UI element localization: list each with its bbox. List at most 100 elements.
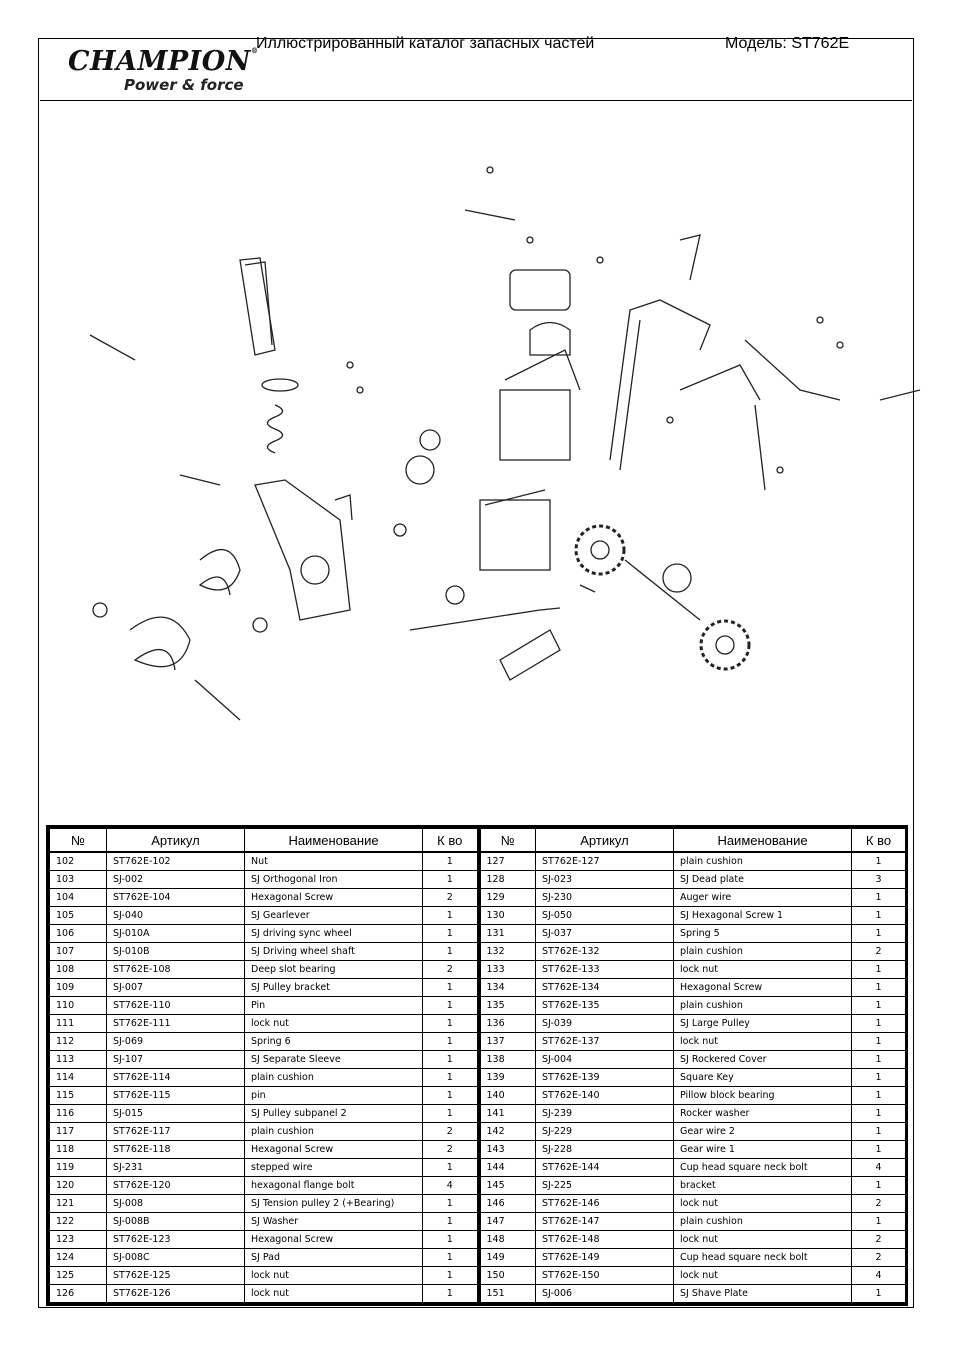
part-number: 150	[476, 1266, 536, 1285]
part-article: SJ-228	[535, 1140, 674, 1159]
part-qty: 2	[851, 1230, 906, 1249]
part-number: 114	[49, 1068, 107, 1087]
part-qty: 1	[422, 1284, 479, 1303]
part-qty: 1	[422, 1230, 479, 1249]
part-article: SJ-015	[106, 1104, 245, 1123]
part-name: SJ Dead plate	[673, 870, 852, 889]
part-qty: 1	[851, 924, 906, 943]
part-qty: 1	[422, 924, 479, 943]
part-name: Pin	[244, 996, 423, 1015]
part-number: 104	[49, 888, 107, 907]
part-number: 108	[49, 960, 107, 979]
part-qty: 1	[851, 1050, 906, 1069]
part-name: pin	[244, 1086, 423, 1105]
part-article: SJ-069	[106, 1032, 245, 1051]
part-number: 132	[476, 942, 536, 961]
part-number: 116	[49, 1104, 107, 1123]
logo-wordmark: CHAMPION	[68, 46, 251, 77]
part-article: SJ-008B	[106, 1212, 245, 1231]
part-name: Spring 5	[673, 924, 852, 943]
part-number: 125	[49, 1266, 107, 1285]
part-qty: 1	[422, 978, 479, 997]
part-article: SJ-050	[535, 906, 674, 925]
page-frame	[38, 38, 914, 1308]
column-header-number: №	[49, 828, 107, 853]
part-qty: 2	[851, 1248, 906, 1267]
part-number: 144	[476, 1158, 536, 1177]
part-article: ST762E-123	[106, 1230, 245, 1249]
part-number: 122	[49, 1212, 107, 1231]
part-qty: 1	[851, 888, 906, 907]
part-name: lock nut	[673, 960, 852, 979]
part-qty: 1	[422, 1032, 479, 1051]
part-article: ST762E-118	[106, 1140, 245, 1159]
part-name: Square Key	[673, 1068, 852, 1087]
part-article: SJ-040	[106, 906, 245, 925]
part-number: 128	[476, 870, 536, 889]
part-article: ST762E-114	[106, 1068, 245, 1087]
part-number: 145	[476, 1176, 536, 1195]
part-article: SJ-230	[535, 888, 674, 907]
part-qty: 1	[851, 978, 906, 997]
part-name: plain cushion	[673, 942, 852, 961]
part-article: ST762E-125	[106, 1266, 245, 1285]
part-name: Cup head square neck bolt	[673, 1248, 852, 1267]
part-article: ST762E-148	[535, 1230, 674, 1249]
part-name: SJ Orthogonal Iron	[244, 870, 423, 889]
part-article: SJ-007	[106, 978, 245, 997]
part-qty: 1	[851, 1068, 906, 1087]
part-name: Hexagonal Screw	[673, 978, 852, 997]
part-number: 147	[476, 1212, 536, 1231]
part-number: 123	[49, 1230, 107, 1249]
column-header-qty: К во	[422, 828, 479, 853]
catalog-title: Иллюстрированный каталог запасных частей	[256, 35, 595, 52]
part-qty: 1	[422, 851, 479, 871]
column-header-name: Наименование	[244, 828, 423, 853]
part-name: SJ Hexagonal Screw 1	[673, 906, 852, 925]
part-article: ST762E-146	[535, 1194, 674, 1213]
part-name: SJ Shave Plate	[673, 1284, 852, 1303]
part-article: ST762E-126	[106, 1284, 245, 1303]
part-name: SJ Large Pulley	[673, 1014, 852, 1033]
part-number: 111	[49, 1014, 107, 1033]
part-number: 139	[476, 1068, 536, 1087]
part-article: ST762E-111	[106, 1014, 245, 1033]
part-number: 134	[476, 978, 536, 997]
part-number: 102	[49, 851, 107, 871]
part-number: 124	[49, 1248, 107, 1267]
part-article: SJ-231	[106, 1158, 245, 1177]
part-article: SJ-229	[535, 1122, 674, 1141]
part-article: ST762E-104	[106, 888, 245, 907]
part-number: 110	[49, 996, 107, 1015]
part-article: SJ-010B	[106, 942, 245, 961]
parts-table: № Артикул Наименование К во № Артикул На…	[49, 828, 906, 1303]
parts-table-header-row: № Артикул Наименование К во № Артикул На…	[49, 828, 906, 853]
part-name: SJ Driving wheel shaft	[244, 942, 423, 961]
part-qty: 2	[851, 1194, 906, 1213]
part-article: ST762E-149	[535, 1248, 674, 1267]
part-name: bracket	[673, 1176, 852, 1195]
part-name: SJ Washer	[244, 1212, 423, 1231]
part-article: ST762E-127	[535, 851, 674, 871]
part-name: Gear wire 1	[673, 1140, 852, 1159]
part-name: lock nut	[673, 1194, 852, 1213]
part-article: ST762E-132	[535, 942, 674, 961]
part-article: SJ-225	[535, 1176, 674, 1195]
part-name: lock nut	[244, 1014, 423, 1033]
part-article: SJ-239	[535, 1104, 674, 1123]
part-number: 113	[49, 1050, 107, 1069]
part-qty: 3	[851, 870, 906, 889]
column-header-name-2: Наименование	[673, 828, 852, 853]
